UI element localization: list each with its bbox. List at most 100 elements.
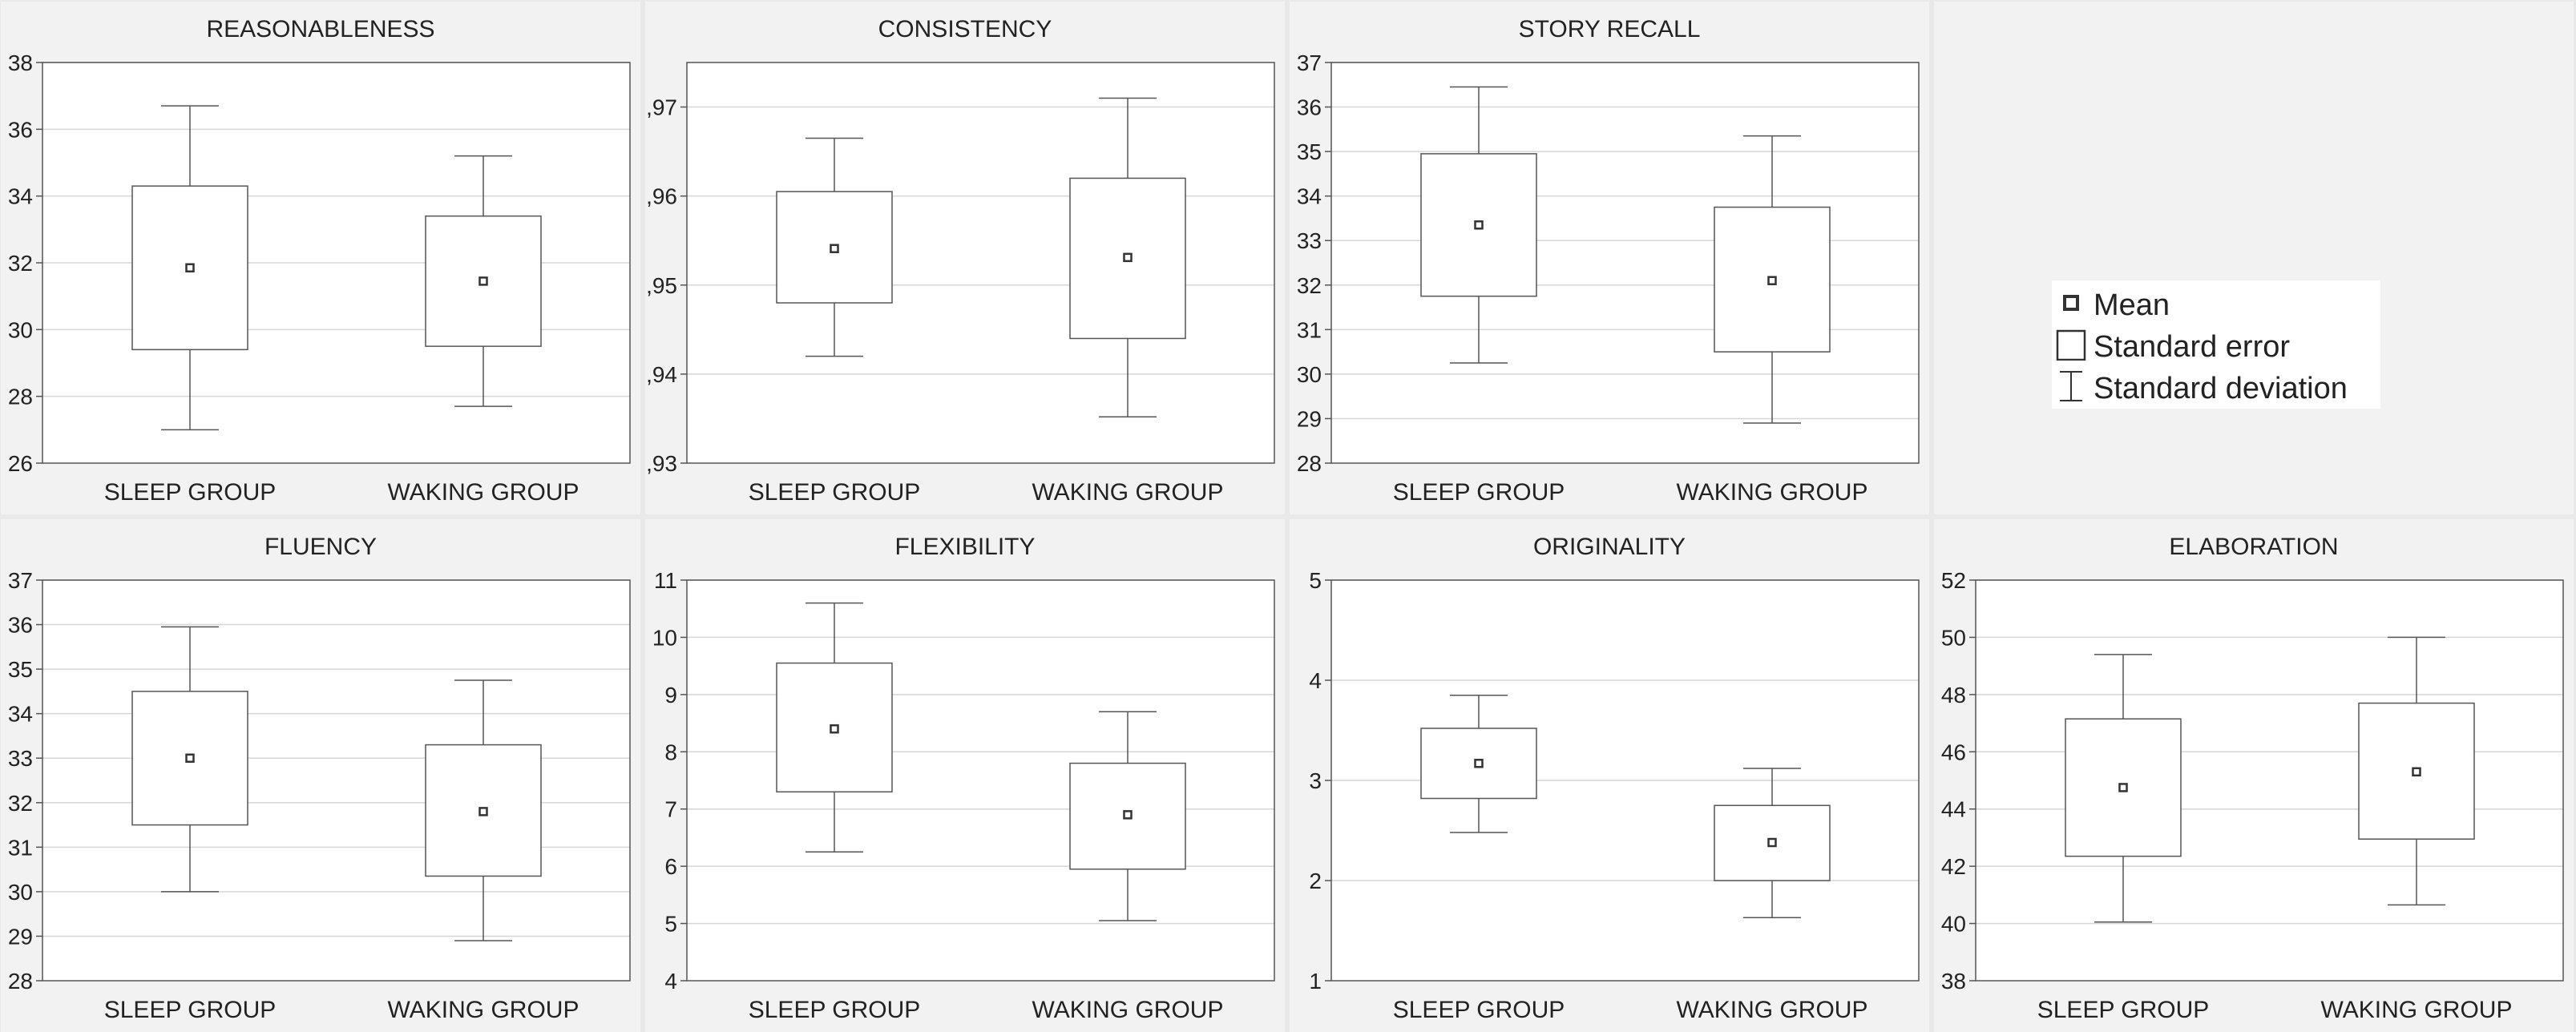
chart-title: FLUENCY (264, 534, 377, 560)
chart-title: FLEXIBILITY (894, 534, 1035, 560)
x-tick-label: WAKING GROUP (388, 997, 579, 1023)
y-tick-label: 38 (1941, 969, 1966, 994)
plot-border (1330, 62, 1920, 464)
plot-area (687, 580, 1274, 981)
x-tick-label: WAKING GROUP (1032, 997, 1224, 1023)
y-tick-label: 37 (8, 568, 33, 593)
plot-border (42, 62, 631, 464)
y-tick-label: 36 (8, 613, 33, 638)
x-tick-label: SLEEP GROUP (1393, 997, 1565, 1023)
x-tick-label: WAKING GROUP (1677, 479, 1868, 506)
plot-area (687, 62, 1274, 463)
y-tick-label: 11 (654, 568, 677, 593)
legend-item-mean: Mean (2052, 282, 2380, 324)
y-tick-label: 37 (1297, 50, 1322, 75)
x-tick-label: SLEEP GROUP (749, 479, 921, 506)
mean-marker (185, 263, 195, 272)
y-tick-label: 4 (1309, 668, 1322, 693)
y-tick-label: 2 (1309, 869, 1322, 893)
y-tick-label: 26 (8, 451, 33, 476)
y-tick-label: 0,94 (645, 362, 677, 387)
mean-marker (478, 276, 488, 286)
legend-item-standard-deviation: Standard deviation (2052, 365, 2380, 407)
y-tick-label: 48 (1941, 683, 1966, 707)
y-tick-label: 34 (1297, 184, 1322, 209)
y-tick-label: 7 (664, 797, 677, 822)
y-tick-label: 32 (1297, 273, 1322, 298)
y-tick-label: 36 (8, 117, 33, 142)
y-tick-label: 31 (8, 835, 33, 860)
mean-marker (1767, 837, 1777, 848)
se-box (425, 744, 542, 877)
y-tick-label: 42 (1941, 854, 1966, 879)
x-tick-label: SLEEP GROUP (104, 997, 277, 1023)
plot-border (1975, 579, 2564, 982)
chart-title: REASONABLENESS (206, 16, 434, 42)
y-tick-label: 5 (664, 912, 677, 937)
y-tick-label: 1 (1309, 969, 1322, 994)
legend: Mean Standard error Standard deviation (2052, 280, 2380, 409)
y-tick-label: 38 (8, 50, 33, 75)
y-tick-label: 0,96 (645, 184, 677, 209)
plot-area (42, 580, 630, 981)
mean-marker (1474, 220, 1484, 230)
legend-label-standard-deviation: Standard deviation (2094, 372, 2348, 405)
y-tick-label: 36 (1297, 95, 1322, 120)
mean-marker (830, 724, 839, 734)
se-box (2065, 718, 2182, 857)
chart-title: ELABORATION (2169, 534, 2338, 560)
x-tick-label: SLEEP GROUP (1393, 479, 1565, 506)
x-tick-label: SLEEP GROUP (2037, 997, 2210, 1023)
mean-marker (2118, 783, 2128, 792)
y-tick-label: 30 (8, 317, 33, 342)
y-tick-label: 28 (1297, 451, 1322, 476)
y-tick-label: 28 (8, 385, 33, 409)
y-tick-label: 8 (664, 740, 677, 764)
y-tick-label: 35 (8, 657, 33, 682)
mean-marker (185, 753, 195, 763)
plot-border (686, 62, 1275, 464)
y-tick-label: 0,93 (645, 451, 677, 476)
plot-area (1976, 580, 2563, 981)
y-tick-label: 34 (8, 184, 33, 209)
mean-marker (478, 807, 488, 816)
chart-title: CONSISTENCY (878, 16, 1052, 42)
y-tick-label: 50 (1941, 625, 1966, 650)
y-tick-label: 28 (8, 969, 33, 994)
mean-marker (1474, 759, 1484, 768)
se-box (425, 215, 542, 347)
y-tick-label: 0,95 (645, 273, 677, 298)
whisker-icon (2060, 371, 2082, 401)
x-tick-label: SLEEP GROUP (749, 997, 921, 1023)
y-tick-label: 32 (8, 791, 33, 816)
y-tick-label: 35 (1297, 139, 1322, 164)
mean-marker (1123, 810, 1133, 820)
box-icon (2056, 329, 2086, 361)
y-tick-label: 0,97 (645, 95, 677, 120)
mean-marker (2412, 767, 2421, 777)
mean-marker (1123, 252, 1133, 263)
x-tick-label: WAKING GROUP (388, 479, 579, 506)
y-tick-label: 29 (8, 924, 33, 949)
chart-title: ORIGINALITY (1533, 534, 1686, 560)
y-tick-label: 44 (1941, 797, 1966, 822)
y-tick-label: 31 (1297, 317, 1322, 342)
plot-border (42, 579, 631, 982)
y-tick-label: 34 (8, 702, 33, 727)
y-tick-label: 46 (1941, 740, 1966, 764)
mean-marker (1767, 276, 1777, 285)
y-tick-label: 3 (1309, 768, 1322, 793)
y-tick-label: 9 (664, 683, 677, 707)
x-tick-label: SLEEP GROUP (104, 479, 277, 506)
y-tick-label: 30 (8, 880, 33, 905)
mean-marker (830, 244, 839, 253)
y-tick-label: 4 (664, 969, 677, 994)
